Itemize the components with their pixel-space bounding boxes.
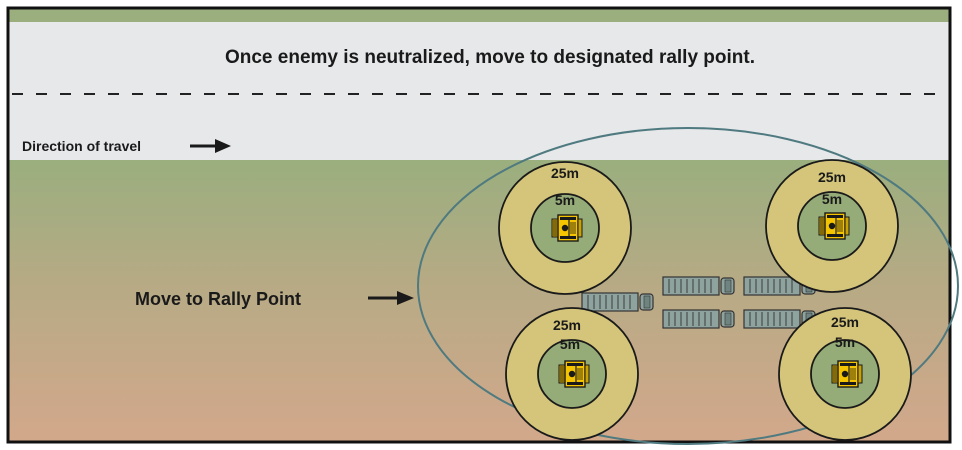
inner-radius-label: 5m	[835, 334, 855, 350]
vehicle-icon	[831, 360, 863, 388]
security-position-bottom-right: 25m 5m	[778, 307, 912, 441]
truck-upper-left	[662, 276, 735, 296]
outer-radius-label: 25m	[553, 317, 581, 333]
diagram-frame	[6, 6, 952, 444]
inner-radius-label: 5m	[822, 191, 842, 207]
vehicle-icon	[818, 212, 850, 240]
truck-lower-left	[662, 309, 735, 329]
direction-of-travel-label: Direction of travel	[22, 138, 141, 154]
outer-radius-label: 25m	[551, 165, 579, 181]
road-band	[8, 22, 950, 160]
inner-radius-label: 5m	[560, 336, 580, 352]
inner-radius-label: 5m	[555, 192, 575, 208]
move-arrow-icon	[368, 291, 414, 305]
outer-radius-label: 25m	[831, 314, 859, 330]
security-position-bottom-left: 25m 5m	[505, 307, 639, 441]
instruction-text: Once enemy is neutralized, move to desig…	[225, 47, 755, 68]
move-to-rally-point-label: Move to Rally Point	[135, 289, 301, 309]
outer-radius-label: 25m	[818, 169, 846, 185]
rally-point-ellipse	[417, 127, 959, 445]
grass-strip-top	[8, 8, 950, 22]
direction-arrow-icon	[190, 139, 231, 153]
vehicle-icon	[558, 360, 590, 388]
security-position-top-left: 25m 5m	[498, 161, 632, 295]
truck-rear	[581, 292, 654, 312]
security-position-top-right: 25m 5m	[765, 159, 899, 293]
vehicle-icon	[551, 214, 583, 242]
